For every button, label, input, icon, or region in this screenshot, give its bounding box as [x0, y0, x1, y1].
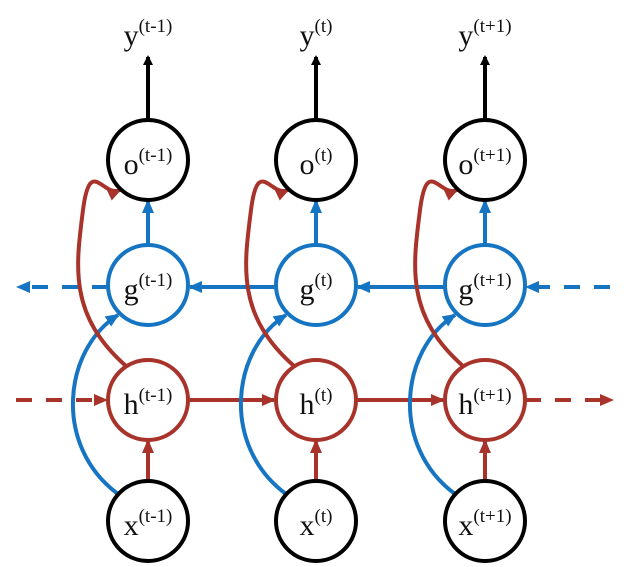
target-label-t-base: y: [300, 19, 315, 52]
forward-hidden-node-circle: [106, 358, 190, 442]
output-node-label-base: o: [458, 148, 473, 181]
target-label-t+1-base: y: [458, 19, 473, 52]
input-node-label-base: x: [458, 509, 473, 542]
forward-hidden-node-label-base: h: [300, 388, 315, 421]
backward-hidden-node-label-base: g: [300, 273, 315, 306]
output-node-t-1: o(t-1): [106, 118, 190, 202]
edge-h-to-o-t: [244, 179, 296, 368]
output-node-label: o(t-1): [124, 145, 173, 181]
forward-hidden-node-label: h(t): [300, 385, 333, 421]
backward-hidden-node-label: g(t-1): [124, 270, 173, 306]
input-node-label-superscript: (t-1): [139, 506, 173, 527]
input-node-label-base: x: [300, 509, 315, 542]
target-label-t+1-superscript: (t+1): [473, 16, 511, 37]
edge-h-to-o-t-1: [76, 179, 128, 368]
edges-layer: [16, 55, 614, 496]
backward-hidden-node-label-superscript: (t+1): [473, 270, 511, 291]
forward-hidden-node-label: h(t+1): [458, 385, 511, 421]
backward-hidden-node-circle: [274, 243, 358, 327]
edge-x-to-g-t: [239, 313, 288, 496]
forward-hidden-node-t+1: h(t+1): [443, 358, 527, 442]
input-node-label: x(t): [300, 506, 333, 542]
input-node-label-base: x: [124, 509, 139, 542]
edge-h-to-o-t+1: [413, 179, 465, 368]
output-node-label-superscript: (t): [315, 145, 333, 166]
output-node-label-base: o: [124, 148, 139, 181]
forward-hidden-node-circle: [274, 358, 358, 442]
forward-hidden-node-t: h(t): [274, 358, 358, 442]
target-label-t-1-base: y: [124, 19, 139, 52]
forward-hidden-node-circle: [443, 358, 527, 442]
nodes-layer: o(t-1)g(t-1)h(t-1)x(t-1)y(t-1)o(t)g(t)h(…: [106, 16, 527, 563]
output-node-label: o(t+1): [458, 145, 511, 181]
target-label-t-1-superscript: (t-1): [139, 16, 173, 37]
forward-hidden-node-label-superscript: (t+1): [473, 385, 511, 406]
input-node-label: x(t-1): [124, 506, 173, 542]
input-node-t: x(t): [274, 479, 358, 563]
backward-hidden-node-label-base: g: [124, 273, 139, 306]
edge-x-to-g-t+1: [408, 313, 457, 496]
target-label-t+1: y(t+1): [458, 16, 511, 52]
target-label-t-superscript: (t): [315, 16, 333, 37]
input-node-circle: [274, 479, 358, 563]
output-node-circle: [443, 118, 527, 202]
backward-hidden-node-circle: [106, 243, 190, 327]
input-node-t-1: x(t-1): [106, 479, 190, 563]
backward-hidden-node-t: g(t): [274, 243, 358, 327]
output-node-t: o(t): [274, 118, 358, 202]
target-label-t-1: y(t-1): [124, 16, 173, 52]
output-node-label: o(t): [300, 145, 333, 181]
output-node-label-base: o: [300, 148, 315, 181]
backward-hidden-node-t+1: g(t+1): [443, 243, 527, 327]
output-node-circle: [106, 118, 190, 202]
backward-hidden-node-label: g(t+1): [458, 270, 511, 306]
backward-hidden-node-label-superscript: (t-1): [139, 270, 173, 291]
edge-x-to-g-t-1: [71, 313, 120, 496]
forward-hidden-node-label-base: h: [124, 388, 139, 421]
backward-hidden-node-t-1: g(t-1): [106, 243, 190, 327]
forward-hidden-node-t-1: h(t-1): [106, 358, 190, 442]
output-node-circle: [274, 118, 358, 202]
target-label-t: y(t): [300, 16, 333, 52]
input-node-label-superscript: (t+1): [473, 506, 511, 527]
backward-hidden-node-circle: [443, 243, 527, 327]
input-node-circle: [443, 479, 527, 563]
input-node-circle: [106, 479, 190, 563]
input-node-label-superscript: (t): [315, 506, 333, 527]
input-node-label: x(t+1): [458, 506, 511, 542]
output-node-label-superscript: (t+1): [473, 145, 511, 166]
backward-hidden-node-label: g(t): [300, 270, 333, 306]
backward-hidden-node-label-superscript: (t): [315, 270, 333, 291]
input-node-t+1: x(t+1): [443, 479, 527, 563]
backward-hidden-node-label-base: g: [458, 273, 473, 306]
forward-hidden-node-label-superscript: (t-1): [139, 385, 173, 406]
forward-hidden-node-label-superscript: (t): [315, 385, 333, 406]
output-node-t+1: o(t+1): [443, 118, 527, 202]
forward-hidden-node-label-base: h: [458, 388, 473, 421]
output-node-label-superscript: (t-1): [139, 145, 173, 166]
forward-hidden-node-label: h(t-1): [124, 385, 173, 421]
